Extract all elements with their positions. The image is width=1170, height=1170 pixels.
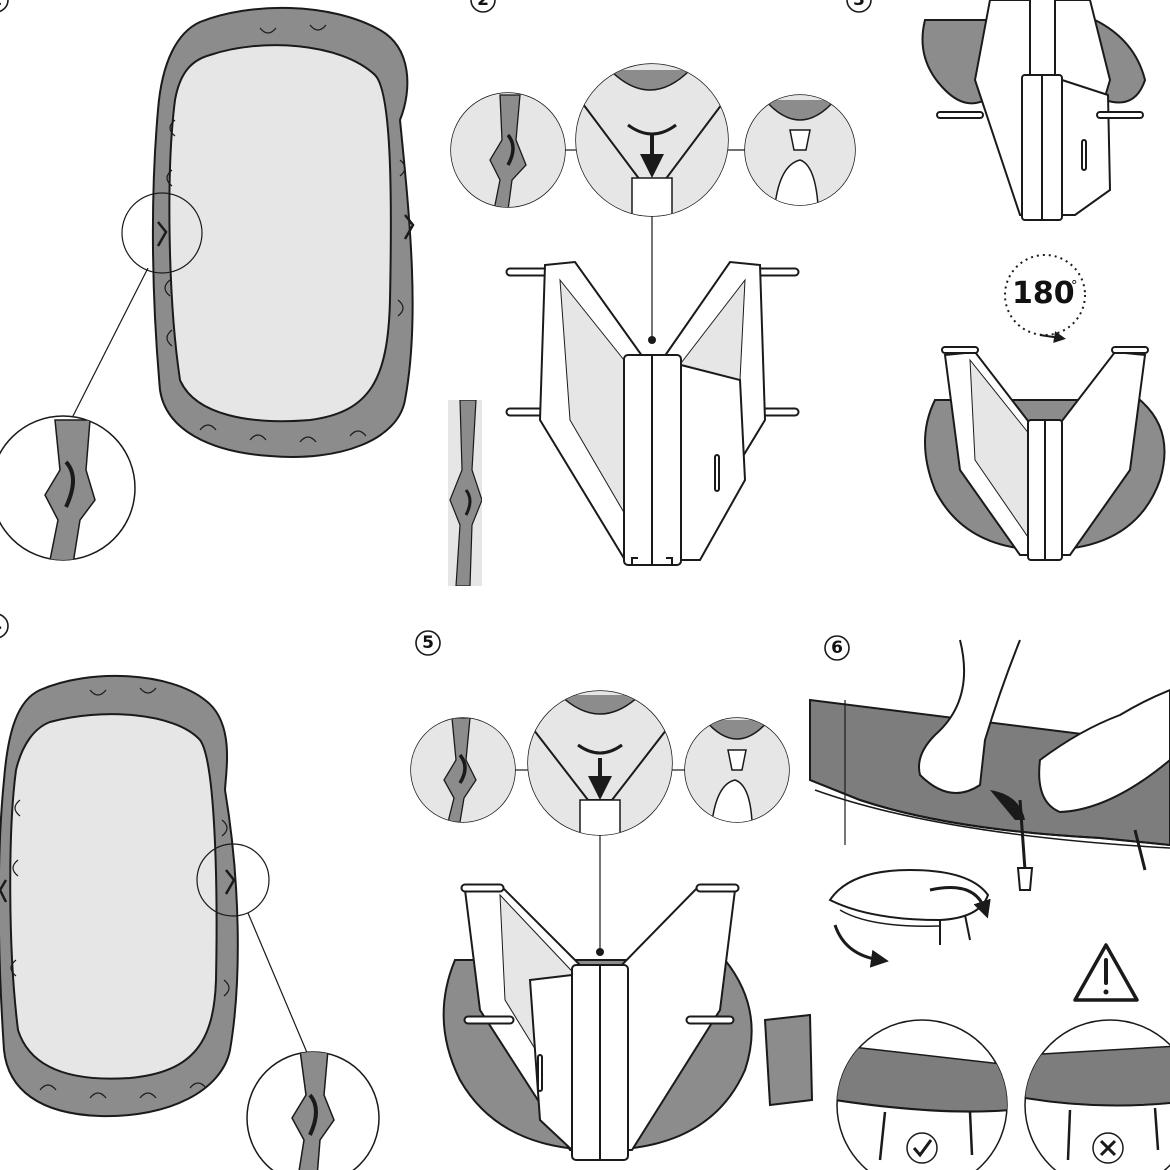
incorrect-position-detail [1024,1019,1170,1170]
folded-board-with-cover [442,883,814,1161]
step-5-panel [410,690,814,1161]
magnified-clip-detail [0,415,136,561]
step-3-panel [921,0,1166,561]
detail-callout-circle [121,192,203,274]
folded-board-with-cover [924,346,1166,561]
callout-leader [71,267,149,419]
elastic-gather-marks [164,24,406,443]
callout-clip [156,221,168,247]
callout-clip [224,869,236,895]
magnified-clip-detail [246,1051,380,1170]
side-clip [0,879,8,903]
correct-position-detail [836,1019,1008,1170]
elastic-gather-marks [10,687,230,1099]
detail-circle-cover-clip [410,717,516,823]
warning-icon [1073,943,1139,1002]
detail-circle-cover-clip [450,92,566,208]
folded-ironing-board [505,260,800,566]
callout-leader [247,912,309,1056]
rotate-180-indicator [1004,254,1086,344]
detail-circle-center-latch [527,690,673,836]
board-cover-inner [9,713,218,1080]
step-number-6: 6 [831,638,843,658]
side-clip [403,214,415,240]
step-1-panel [0,6,415,561]
rotate-arrows-icon [828,868,991,968]
step-number-3: 3 [853,0,865,10]
rotation-degrees-label: 180 [1012,276,1075,311]
board-cover-tightening-illustration [809,639,1170,891]
detail-circle-center-latch [575,63,729,217]
step-6-panel [809,639,1170,1170]
step-4-panel [0,674,380,1170]
rotation-degree-symbol: ° [1071,279,1078,294]
cross-icon [1099,1139,1117,1157]
board-cover-inner [168,44,392,423]
cover-edge-strip [448,400,482,586]
detail-callout-circle [196,843,270,917]
step-2-panel [448,63,856,586]
step-number-2: 2 [477,0,489,10]
rotate-arrows-icon [1004,254,1086,336]
detail-circle-hand-clip [744,94,856,206]
step-number-circles [0,0,872,661]
checkmark-icon [912,1139,933,1158]
step-number-5: 5 [422,633,434,653]
folded-board-upright [921,0,1147,221]
detail-circle-hand-clip [684,717,790,823]
step-number-1: 1 [0,0,6,13]
step-number-4: 4 [0,613,6,639]
